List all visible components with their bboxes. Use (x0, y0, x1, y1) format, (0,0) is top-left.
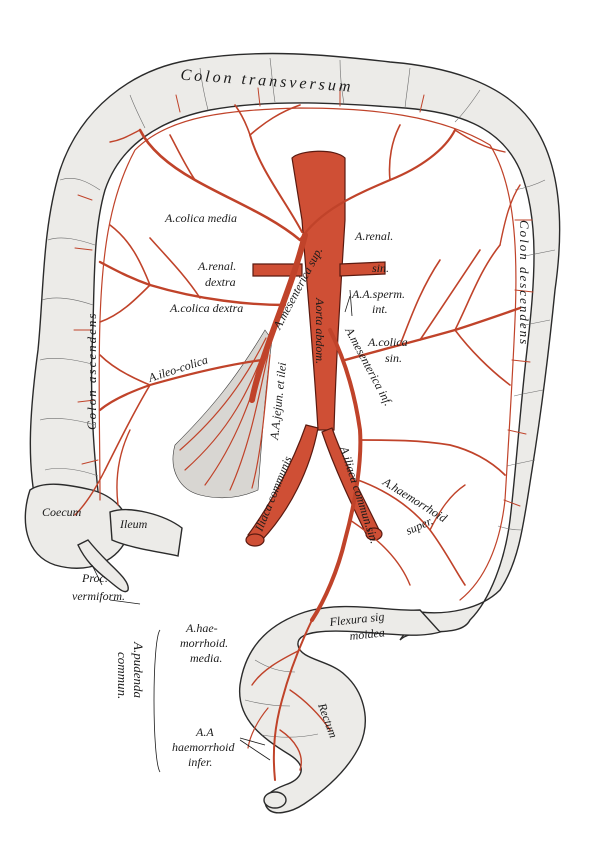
label-coecum: Coecum (42, 505, 82, 519)
mesenterica-inferior (310, 328, 363, 622)
label-haemorrhoid-media-1: A.hae- (185, 621, 218, 635)
label-colon-descendens: Colon descendens (517, 220, 532, 346)
label-colica-dextra: A.colica dextra (169, 301, 243, 315)
label-aorta-abdom: Aorta abdom. (313, 297, 327, 364)
haemorrhoidalis-superior (272, 619, 313, 781)
mesenterica-superior (249, 232, 308, 403)
colica-media (138, 128, 302, 242)
pudenda-bracket (153, 629, 161, 773)
mesentery-fan (172, 329, 273, 499)
label-jejun-ilei: A.A.jejun. et ilei (267, 362, 289, 442)
renal-artery-left (339, 261, 386, 277)
label-proc-vermiform-2: vermiform. (72, 589, 125, 603)
colon-twigs (73, 87, 534, 507)
label-renal-sin-2: sin. (372, 261, 389, 275)
label-sperm-int-2: int. (372, 302, 388, 316)
label-ileum: Ileum (119, 517, 148, 531)
label-flexura-sigmoidea-1: Flexura sig (328, 609, 385, 629)
ileum (109, 508, 183, 557)
label-colica-media: A.colica media (164, 211, 237, 225)
rectum-opening (263, 791, 287, 809)
label-proc-vermiform-1: Proc. (81, 571, 108, 585)
label-renal-dextra-1: A.renal. (197, 259, 236, 273)
label-haemorrhoid-super-2: super. (404, 513, 436, 537)
iliac-communis-right (247, 424, 319, 541)
ileo-colica (98, 358, 264, 412)
label-haemorrhoid-super-1: A.haemorrhoid (380, 474, 451, 525)
aorta-abdominalis (291, 150, 346, 431)
label-haemorrhoid-media-2: morrhoid. (180, 636, 228, 650)
label-renal-dextra-2: dextra (205, 275, 236, 289)
sigmoid-rectum (239, 605, 442, 814)
leader-lines (91, 289, 353, 773)
renal-artery-right (252, 263, 303, 277)
label-haemorrhoid-infer-2: haemorrhoid (172, 740, 235, 754)
label-haemorrhoid-infer-3: infer. (188, 755, 212, 769)
label-haemorrhoid-media-3: media. (190, 651, 222, 665)
label-haemorrhoid-infer-1: A.A (195, 725, 214, 739)
arteries (73, 87, 534, 781)
label-pudenda-communis-1: A.pudenda (131, 641, 146, 698)
label-sperm-int-1: A.A.sperm. (351, 287, 405, 301)
appendix (77, 539, 129, 593)
label-colon-ascendens: Colon ascendens (84, 312, 99, 430)
colon-haustra (39, 57, 556, 738)
colica-dextra (98, 260, 287, 307)
label-ileo-colica: A.ileo-colica (146, 352, 210, 385)
label-flexura-sigmoidea-2: moidea (349, 625, 386, 643)
label-renal-sin-1: A.renal. (354, 229, 393, 243)
label-colica-sin-2: sin. (385, 351, 402, 365)
sigmoid-branches (359, 439, 506, 476)
iliac-right-end (245, 533, 265, 547)
iliac-left-end (365, 527, 383, 541)
label-pudenda-communis-2: commun. (115, 652, 130, 699)
colon (24, 52, 561, 814)
marginal-arcade (98, 107, 517, 601)
label-colica-sin-1: A.colica (367, 335, 408, 349)
